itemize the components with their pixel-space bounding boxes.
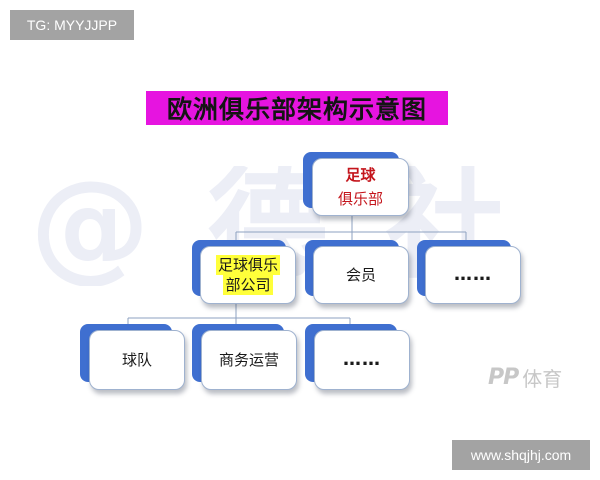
node-football-club: 足球 俱乐部 — [303, 152, 409, 216]
tg-watermark-badge: TG: MYYJJPP — [10, 10, 134, 40]
node-label: …… — [454, 264, 492, 285]
diagram-title: 欧洲俱乐部架构示意图 — [146, 91, 448, 125]
node-label: 俱乐部 — [337, 190, 383, 208]
pp-logo-text: 体育 — [522, 367, 563, 391]
node-club-company: 足球俱乐 部公司 — [192, 240, 296, 304]
node-more-level2: …… — [417, 240, 521, 304]
node-label: 足球俱乐 — [215, 255, 280, 275]
node-commercial-operation: 商务运营 — [192, 324, 297, 390]
node-members: 会员 — [305, 240, 409, 304]
node-label: …… — [343, 349, 381, 370]
node-label: 会员 — [345, 266, 376, 284]
pp-logo-mark: PP — [488, 365, 519, 390]
node-label: 球队 — [121, 351, 152, 369]
node-label: 商务运营 — [218, 351, 279, 369]
node-team: 球队 — [80, 324, 185, 390]
site-watermark-badge: www.shqjhj.com — [452, 440, 590, 470]
node-more-level3: …… — [305, 324, 410, 390]
pp-sports-logo: PP 体育 — [488, 363, 562, 392]
node-label: 部公司 — [223, 275, 273, 295]
node-label: 足球 — [345, 166, 376, 184]
